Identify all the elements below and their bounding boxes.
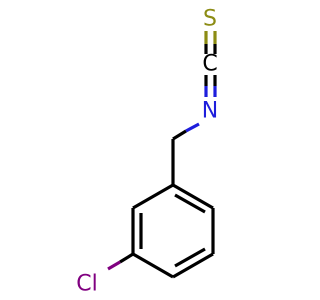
benzene-ring	[131, 183, 215, 279]
atom-label-chlorine: Cl	[76, 272, 97, 297]
ring-inner-bond-1	[174, 193, 206, 214]
bond-c-s-double	[204, 31, 217, 54]
molecule-drawing: S C N Cl	[76, 7, 218, 297]
atom-label-sulfur: S	[203, 7, 217, 32]
ring-bond-6	[132, 183, 174, 210]
bond-c-n-double	[204, 75, 217, 97]
bond-ring-cl-b	[107, 260, 121, 271]
ring-bond-1	[172, 183, 214, 210]
atom-label-carbon: C	[202, 52, 217, 77]
ring-bond-3	[172, 252, 214, 279]
structure-diagram: S C N Cl	[76, 7, 218, 297]
bond-ring-cl-a	[119, 252, 134, 264]
ring-inner-bond-2	[174, 247, 206, 268]
atom-label-nitrogen: N	[202, 99, 218, 124]
ring-bond-4	[132, 252, 174, 279]
bond-n-ch2-b	[172, 129, 187, 141]
bond-n-ch2-a	[185, 122, 200, 133]
